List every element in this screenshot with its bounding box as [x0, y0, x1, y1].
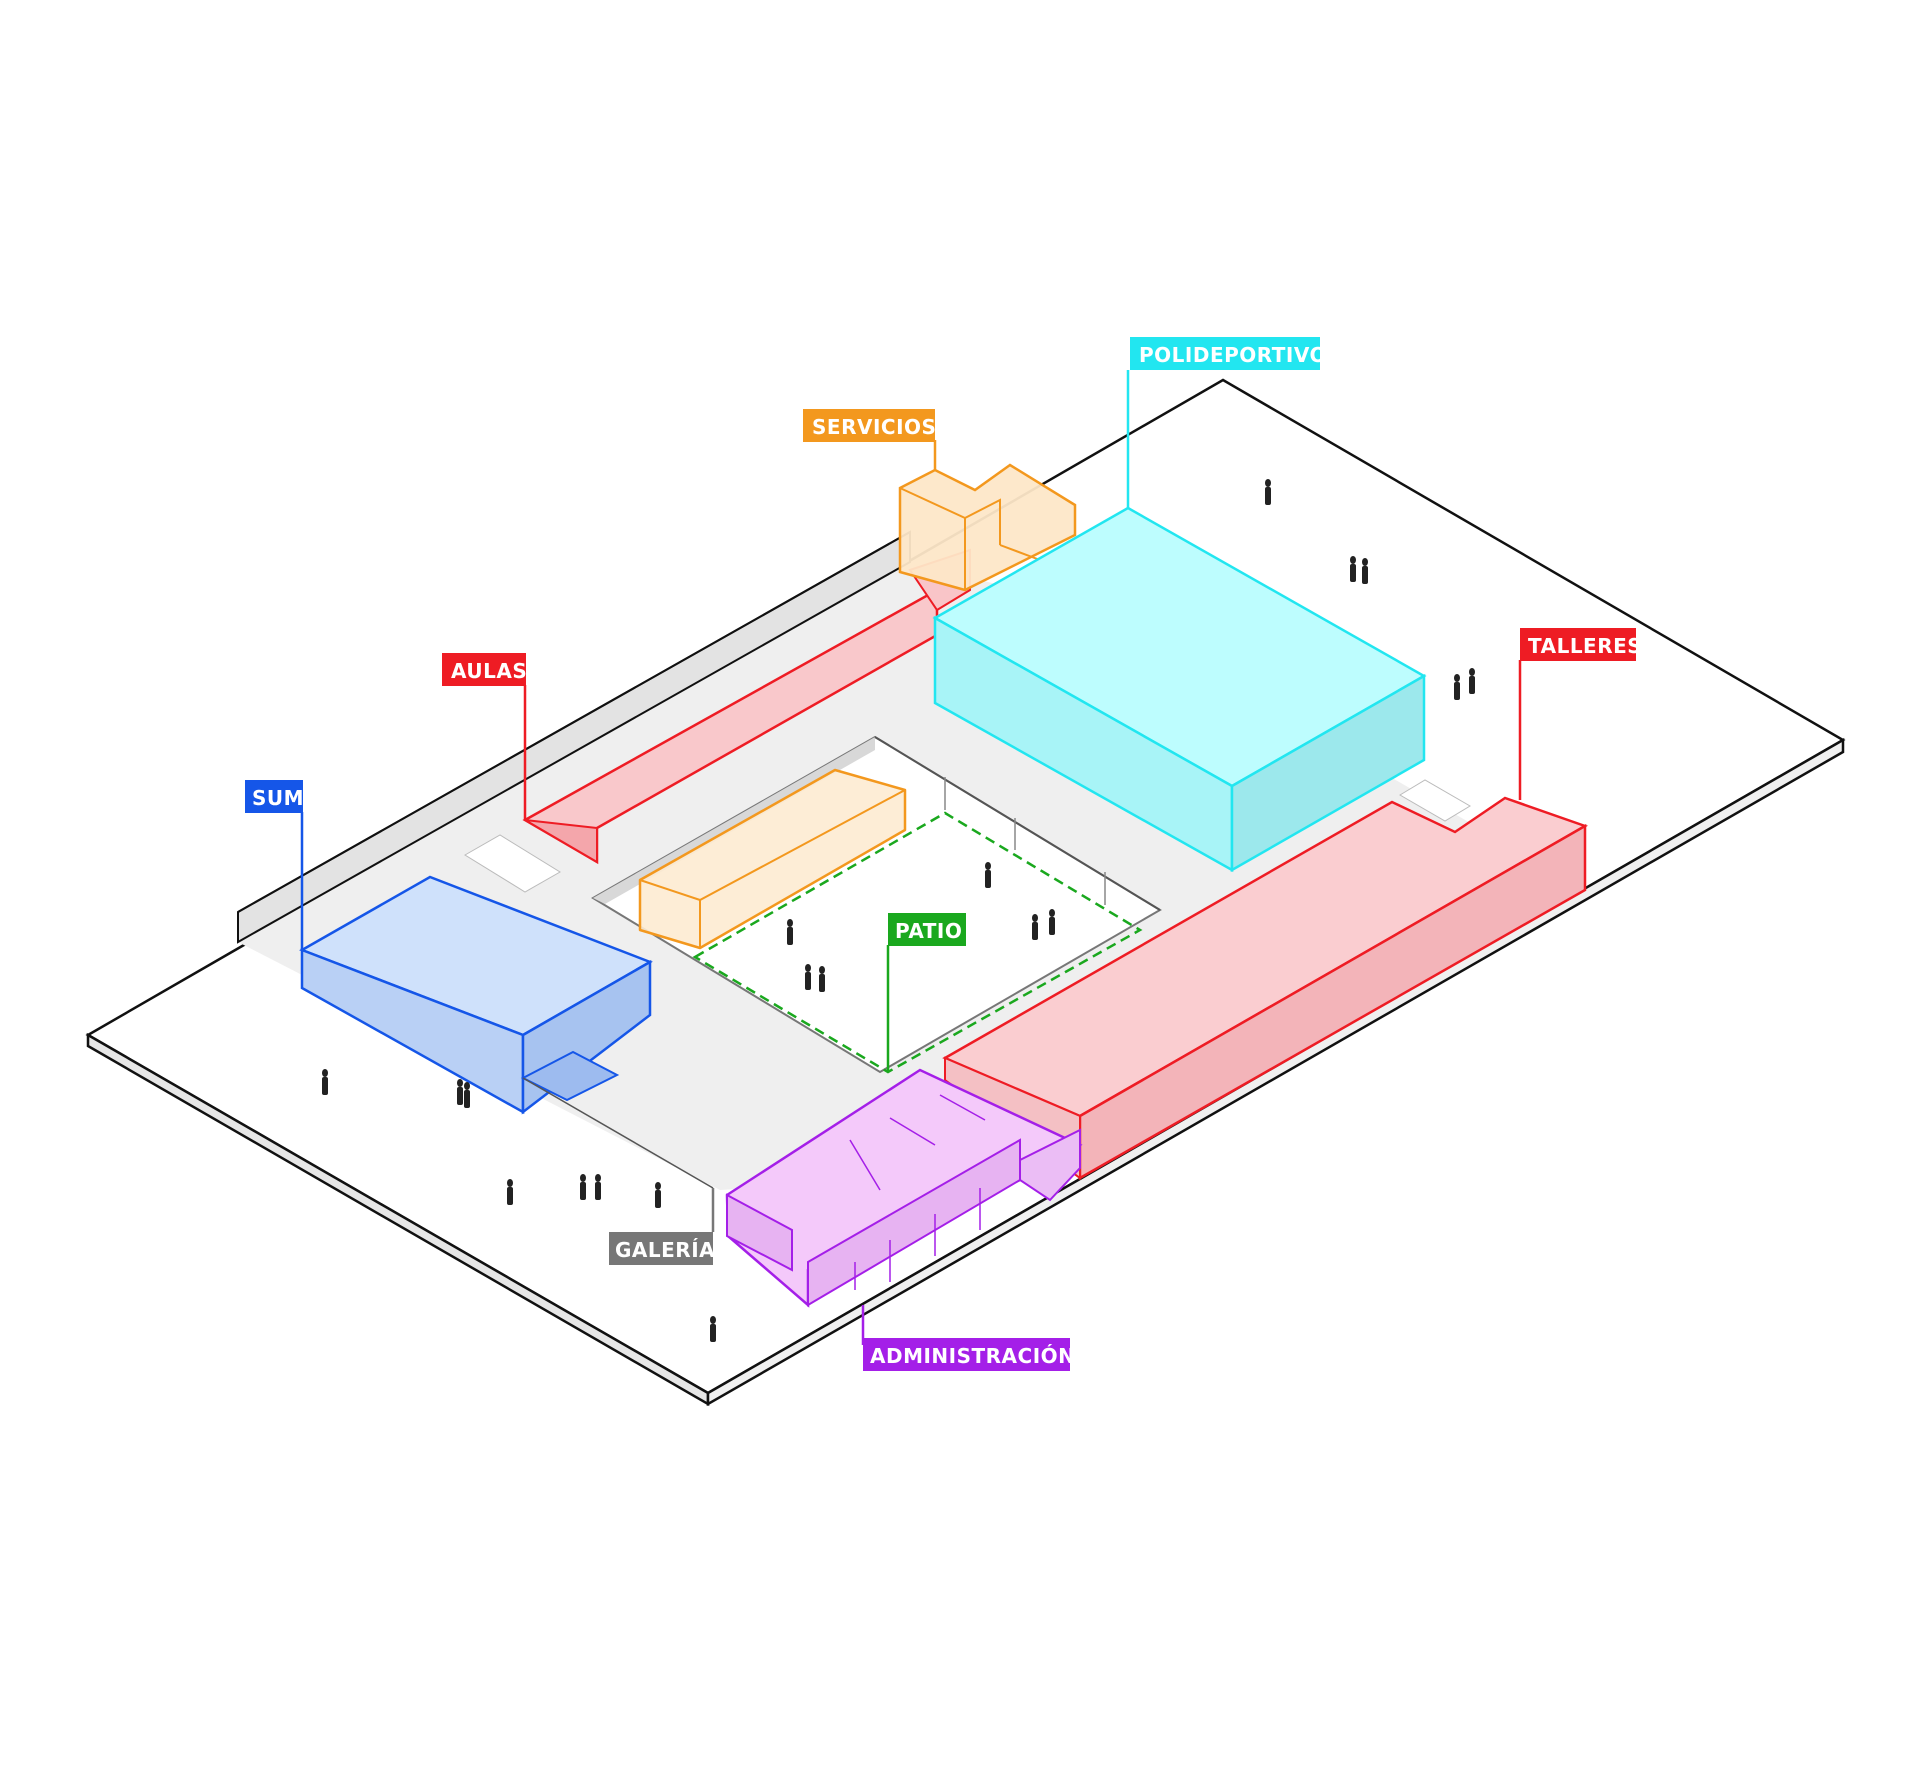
talleres-label: TALLERES [1528, 634, 1642, 658]
servicios-courtyard-block [638, 768, 907, 950]
servicios-block [898, 463, 1077, 592]
person-figure [1350, 556, 1356, 582]
patio-area [692, 811, 1143, 1074]
person-figure [710, 1316, 716, 1342]
courtyard [591, 735, 1162, 1074]
aulas-label: AULAS [451, 659, 527, 683]
person-figure [1049, 909, 1055, 935]
person-figure [787, 919, 793, 945]
polideportivo-block [932, 506, 1427, 873]
person-figure [595, 1174, 601, 1200]
aulas-tag: AULAS [442, 653, 527, 686]
label-tags: POLIDEPORTIVO SERVICIOS AULAS SUM TALLER… [245, 337, 1642, 1371]
person-figure [985, 862, 991, 888]
servicios-tag: SERVICIOS [803, 409, 936, 442]
person-figure [655, 1182, 661, 1208]
person-figure [819, 966, 825, 992]
galeria-tag: GALERÍA [609, 1232, 715, 1265]
person-figure [580, 1174, 586, 1200]
sum-label: SUM [252, 786, 304, 810]
sum-tag: SUM [245, 780, 304, 813]
person-figure [1454, 674, 1460, 700]
people-silhouettes [322, 479, 1475, 1342]
administracion-tag: ADMINISTRACIÓN [863, 1338, 1075, 1371]
patio-tag: PATIO [888, 913, 966, 946]
leader-lines [300, 370, 1522, 1345]
polideportivo-label: POLIDEPORTIVO [1139, 343, 1327, 367]
person-figure [1032, 914, 1038, 940]
person-figure [1265, 479, 1271, 505]
patio-label: PATIO [895, 919, 962, 943]
person-figure [464, 1082, 470, 1108]
person-figure [322, 1069, 328, 1095]
administracion-block [725, 1068, 1083, 1308]
person-figure [507, 1179, 513, 1205]
person-figure [805, 964, 811, 990]
sum-block [299, 875, 714, 1189]
servicios-label: SERVICIOS [812, 415, 936, 439]
person-figure [1362, 558, 1368, 584]
administracion-label: ADMINISTRACIÓN [870, 1344, 1075, 1368]
person-figure [1469, 668, 1475, 694]
galeria-label: GALERÍA [615, 1238, 715, 1262]
polideportivo-tag: POLIDEPORTIVO [1130, 337, 1327, 370]
talleres-tag: TALLERES [1520, 628, 1642, 661]
person-figure [457, 1079, 463, 1105]
